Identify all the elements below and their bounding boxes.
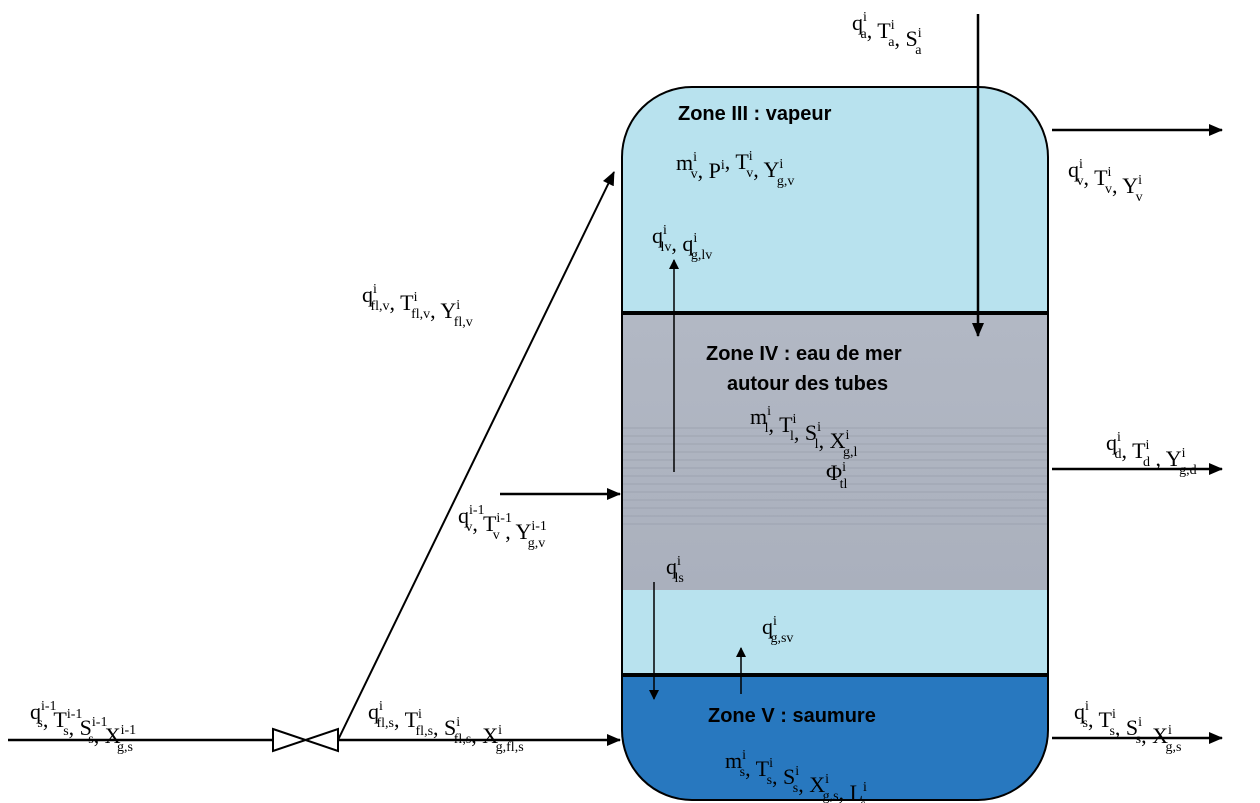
zone-eau-de-mer-title-line2: autour des tubes [727,373,888,395]
zone-eau-de-mer-title-line1: Zone IV : eau de mer [706,343,902,365]
label-sat-state: mis, Tis, Sis, Xig,s, Lis [725,748,867,803]
vessel-outline [621,86,1049,801]
arrows [8,14,1223,746]
valve-icon [272,727,339,753]
zone-vapeur-title: Zone III : vapeur [678,103,832,125]
tube-bundle [622,427,1048,525]
zone-saumure-fill [622,675,1048,800]
arrow-flash-vapeur [337,171,615,741]
zone-liquide-bas-fill [622,590,1048,675]
zone-saumure-title: Zone V : saumure [708,705,876,727]
